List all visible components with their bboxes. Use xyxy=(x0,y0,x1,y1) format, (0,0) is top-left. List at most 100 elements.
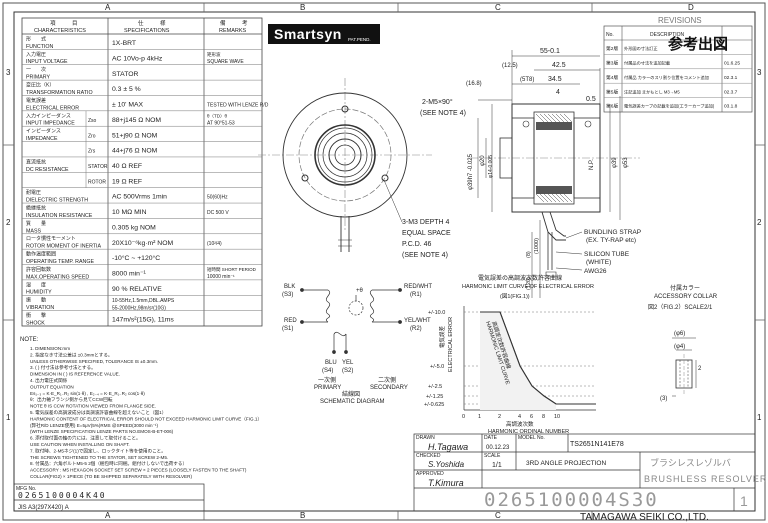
spec-row-value: 90 % RELATIVE xyxy=(112,286,162,293)
tb-scale-label: SCALE xyxy=(484,453,501,459)
revision-cell: 02.3.1 xyxy=(724,75,738,81)
spec-row-jp: 一 次 xyxy=(26,66,46,73)
spec-row-value: 44+j76 Ω NOM xyxy=(112,148,158,155)
spec-row-label: DC RESISTANCE xyxy=(26,167,69,173)
spec-row-value: ± 10' MAX xyxy=(112,102,144,109)
note-line: 8. 付属品：六角ボルトM5-5 2個（梱包時に同梱。組付けしないで出荷する） xyxy=(30,460,187,467)
spec-row-label: INPUT VOLTAGE xyxy=(26,59,68,65)
front-note-4: (SEE NOTE 4) xyxy=(402,252,448,259)
tb-scale: 1/1 xyxy=(492,462,502,469)
revisions-title: REVISIONS xyxy=(658,16,702,25)
lead-dim-1000: (1000) xyxy=(534,238,540,254)
revision-cell: 第2版 xyxy=(606,45,618,52)
logo-sub: PAT.PEND. xyxy=(348,37,371,42)
rev-th-no: No. xyxy=(606,32,614,38)
note-line: USE CAUTION WHEN INSTALLING ON SHAFT. xyxy=(30,442,130,447)
front-note-1: 3-M3 DEPTH 4 xyxy=(402,219,450,226)
sch-primary: PRIMARY xyxy=(314,385,341,391)
acc-dim-phi6: (φ6) xyxy=(674,331,685,337)
ytick-5: +/-5.0 xyxy=(430,364,444,370)
lead-dim-8: (8) xyxy=(526,251,532,258)
tb-sheet: 1 xyxy=(740,493,748,509)
spec-row-label: ELECTRICAL ERROR xyxy=(26,105,79,111)
chart-fig: (図1(FIG.1)) xyxy=(500,293,530,300)
logo-text: Smartsyn xyxy=(274,26,342,42)
spec-row-value: 20X10⁻⁶kg·m² NOM xyxy=(112,240,173,247)
chart-title-jp: 電気誤差の高調波次数許容曲線 xyxy=(478,274,562,282)
tb-drawn: H.Tagawa xyxy=(428,442,468,452)
spec-row-jp: 直流抵抗 xyxy=(26,158,46,165)
sch-title-jp: 結線図 xyxy=(342,390,360,398)
spec-row-jp: 絶縁抵抗 xyxy=(26,205,46,212)
dim-55: 55-0.1 xyxy=(540,48,560,55)
spec-row-label: INPUT IMPEDANCE xyxy=(26,121,75,127)
ytick-1-25: +/-1.25 xyxy=(426,394,443,400)
dim-34-5: 34.5 xyxy=(548,76,562,83)
spec-row-jp: 衝 撃 xyxy=(26,312,46,319)
acc-title: ACCESSORY COLLAR xyxy=(654,294,718,300)
zone-row-1-right: 1 xyxy=(757,413,762,422)
spec-row-label: MAX.OPERATING SPEED xyxy=(26,274,89,280)
tb-approved-label: APPROVED xyxy=(416,471,444,477)
revision-cell: 注記追加 まかもとし M3→M5 xyxy=(624,88,680,95)
title-block xyxy=(13,433,756,512)
tb-checked: S.Yoshida xyxy=(428,460,465,469)
spec-table: 項 目 CHARACTERISTICS 仕 様 SPECIFICATIONS 備… xyxy=(21,17,269,326)
sch-red: RED xyxy=(284,318,297,324)
notes-block: NOTE: 1. DIMENSION:mm2. 指定なき寸法公差は ±0.3mm… xyxy=(20,337,262,479)
lead-label-tube: SILICON TUBE xyxy=(584,251,630,258)
dim-see-note: (SEE NOTE 4) xyxy=(420,110,466,117)
tb-date: 00.12.23 xyxy=(486,445,510,451)
spec-row-jp: インピーダンス xyxy=(26,128,61,135)
note-line: OUTPUT EQUATION xyxy=(30,384,74,389)
sch-r1: (R1) xyxy=(410,292,422,298)
ytick-10: +/-10.0 xyxy=(428,310,445,316)
spec-row-remark: DC 500 V xyxy=(207,210,229,216)
sch-s2: (S2) xyxy=(342,368,353,374)
xtick-10: 10 xyxy=(554,414,560,420)
th-item-jp: 項 目 xyxy=(50,20,78,27)
spec-row-label: FUNCTION xyxy=(26,44,54,50)
zone-row-2-right: 2 xyxy=(757,218,762,227)
note-line: HARMONIC CONTENT OF ELECTRICAL ERROR SHO… xyxy=(30,416,262,421)
tb-name-jp: ブラシレスレゾルバ xyxy=(650,457,731,468)
sch-blk: BLK xyxy=(284,284,295,290)
dim-phi53: φ53 xyxy=(623,157,629,168)
sch-yelwht: YEL/WHT xyxy=(404,318,431,324)
dim-m5-holes: 2-M5×90° xyxy=(422,98,453,106)
dim-phi14: φ14-0.005 xyxy=(488,155,494,178)
note-line: 5. 電気誤差の高調波成分は高調波許容曲線を超えないこと（図1） xyxy=(30,409,166,416)
th-spec: SPECIFICATIONS xyxy=(124,28,170,34)
note-line: 7. 取付時、2-M5ネジ(1)で固定し、ロックタイト等を使用のこと。 xyxy=(30,447,166,454)
error-chart: 電気誤差の高調波次数許容曲線 HARMONIC LIMIT CURVE OF E… xyxy=(424,274,596,435)
spec-row-label: VIBRATION xyxy=(26,305,54,311)
tb-drawn-label: DRAWN xyxy=(416,435,435,441)
y-label-jp: 電気誤差 xyxy=(438,325,446,348)
sch-secondary: SECONDARY xyxy=(370,385,408,391)
lead-label-awg: AWG26 xyxy=(584,268,607,275)
note-line: 6. 添付取付面の軸の穴には、注意して取付けること。 xyxy=(30,435,141,442)
th-spec-jp: 仕 様 xyxy=(138,19,166,27)
spec-row-value: -10°C ~ +120°C xyxy=(112,254,160,262)
acc-dim-phi4: (φ4) xyxy=(674,344,685,350)
xtick-6: 6 xyxy=(530,414,533,420)
sch-title: SCHEMATIC DIAGRAM xyxy=(320,399,385,405)
note-line: 3. ( ) 付寸法は参考寸法とする。 xyxy=(30,364,96,371)
xtick-8: 8 xyxy=(542,414,545,420)
dim-phi20: φ20 xyxy=(480,155,486,166)
spec-row-remark: TESTED WITH LENZE R/D xyxy=(207,103,269,109)
chart-title: HARMONIC LIMIT CURVE OF ELECTRICAL ERROR xyxy=(462,284,594,290)
tb-projection: 3RD ANGLE PROJECTION xyxy=(526,460,606,467)
sch-secondary-jp: 二次側 xyxy=(378,376,396,384)
note-line: COLLAR(FIG2) × 1PIECE (TO BE SHIPPED SEP… xyxy=(30,474,192,479)
tb-date-label: DATE xyxy=(484,435,498,441)
xtick-2: 2 xyxy=(498,414,501,420)
spec-row-jp: ロータ慣性モーメント xyxy=(26,235,76,242)
spec-row-jp: 動作温度範囲 xyxy=(26,251,56,258)
schematic-diagram xyxy=(300,288,402,354)
zone-col-c-bottom: C xyxy=(495,511,501,520)
spec-row-value: 10-55Hz,1.5mm,DBL.AMPS xyxy=(112,298,175,304)
zone-col-d: D xyxy=(688,3,694,12)
spec-row-jp: 変圧比（K） xyxy=(26,82,54,89)
spec-row-remark-jp: 短時間 SHORT PERIOD xyxy=(207,266,257,273)
